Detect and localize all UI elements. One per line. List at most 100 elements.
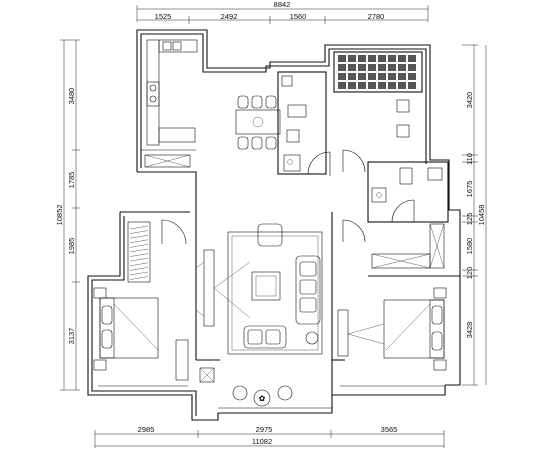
toilet-2-icon — [399, 167, 413, 185]
left-total-dimension: 10852 — [55, 205, 64, 226]
top-total-dimension: 8842 — [274, 0, 291, 9]
floor-tile — [368, 73, 376, 80]
kitchen-cabinet — [144, 154, 191, 168]
desk-left — [175, 339, 189, 381]
tv-cabinet — [203, 249, 215, 327]
hanger-lines — [129, 225, 149, 280]
bathroom-2 — [367, 161, 449, 223]
balcony-chair-left — [232, 385, 248, 401]
top-segment-4: 2780 — [368, 12, 385, 21]
top-segment-2: 2492 — [221, 12, 238, 21]
kitchen-counter-bottom — [158, 127, 196, 143]
floor-tile — [348, 55, 356, 62]
hanger-line — [129, 267, 149, 271]
shoe-cabinet — [199, 367, 215, 383]
top-segment-3: 1560 — [290, 12, 307, 21]
floor-tile — [378, 55, 386, 62]
bottom-segment-2: 2975 — [256, 425, 273, 434]
floor-tile — [368, 55, 376, 62]
bottom-segment-1: 2985 — [138, 425, 155, 434]
hanger-line — [129, 276, 149, 280]
floor-tile — [348, 73, 356, 80]
floor-tile — [338, 82, 346, 89]
hanger-line — [129, 235, 149, 239]
left-segment-1: 3480 — [67, 88, 76, 105]
floor-tile — [408, 64, 416, 71]
balcony-chair-right — [277, 385, 293, 401]
bottom-segment-3: 3565 — [381, 425, 398, 434]
nightstand-left-1 — [93, 287, 107, 299]
hanger-line — [129, 248, 149, 253]
left-segment-4: 3137 — [67, 328, 76, 345]
floor-tile — [378, 64, 386, 71]
dining-area — [235, 95, 281, 150]
floor-tile — [408, 82, 416, 89]
bed-right — [383, 299, 445, 359]
right-segment-2: 110 — [465, 153, 474, 165]
floor-tile — [348, 82, 356, 89]
shower-2-icon — [371, 187, 387, 203]
floor-tile — [388, 64, 396, 71]
sink-icon-2 — [172, 41, 182, 51]
floor-tile — [358, 55, 366, 62]
floor-tile — [388, 55, 396, 62]
hanger-line — [129, 225, 149, 230]
hanger-line — [129, 239, 149, 243]
bathroom-1 — [277, 71, 331, 176]
right-segment-1: 3420 — [465, 92, 474, 109]
right-segment-3: 1675 — [465, 181, 474, 198]
terrace — [333, 51, 423, 173]
floor-tile — [398, 55, 406, 62]
bedroom-left — [93, 219, 189, 387]
sink-icon — [162, 41, 172, 51]
floor-tile — [398, 64, 406, 71]
sink-2-icon — [427, 167, 443, 181]
hanger-line — [129, 258, 149, 262]
left-dimensions: 10852 3480 1785 1985 3137 — [55, 39, 80, 391]
shower-icon — [283, 154, 301, 172]
living-room: ✿ — [195, 205, 345, 409]
toilet-icon — [287, 104, 307, 118]
floor-tile — [358, 82, 366, 89]
floor-tile — [398, 82, 406, 89]
hanger-line — [129, 262, 149, 266]
bedroom-right — [337, 287, 447, 387]
right-dimensions: 3420 110 1675 125 1580 120 3428 10458 — [462, 44, 487, 386]
floor-tile — [378, 73, 386, 80]
right-segment-6: 120 — [465, 267, 474, 280]
kitchen-counter-top — [158, 39, 198, 53]
floor-tile — [348, 64, 356, 71]
floor-tile-pattern — [338, 55, 416, 89]
floor-tile — [388, 73, 396, 80]
bottom-dimensions: 2985 2975 3565 11082 — [94, 425, 445, 448]
armchair-top — [257, 223, 283, 247]
floor-tile — [358, 64, 366, 71]
floor-tile — [338, 73, 346, 80]
right-segment-4: 125 — [465, 213, 474, 226]
floor-tile — [398, 73, 406, 80]
sink-bath-icon — [286, 129, 300, 143]
plant-icon: ✿ — [259, 394, 266, 403]
dining-table — [235, 109, 281, 135]
hanger-line — [129, 253, 149, 257]
floor-tile — [408, 55, 416, 62]
coffee-table — [251, 271, 281, 301]
left-segment-3: 1985 — [67, 238, 76, 255]
tv-bedroom-right — [337, 309, 349, 357]
floor-tile — [338, 55, 346, 62]
exterior-walls — [87, 29, 461, 421]
floor-tile — [368, 82, 376, 89]
nightstand-right-2 — [433, 359, 447, 371]
right-segment-5: 1580 — [465, 238, 474, 255]
nightstand-right-1 — [433, 287, 447, 299]
bottom-total-dimension: 11082 — [252, 437, 272, 446]
bed-left — [99, 297, 159, 359]
side-table-icon — [305, 331, 319, 345]
floor-tile — [368, 64, 376, 71]
nightstand-left-2 — [93, 359, 107, 371]
living-rug — [227, 231, 323, 355]
floor-tile — [378, 82, 386, 89]
balcony-table — [253, 389, 271, 407]
wardrobe-left — [127, 221, 151, 283]
